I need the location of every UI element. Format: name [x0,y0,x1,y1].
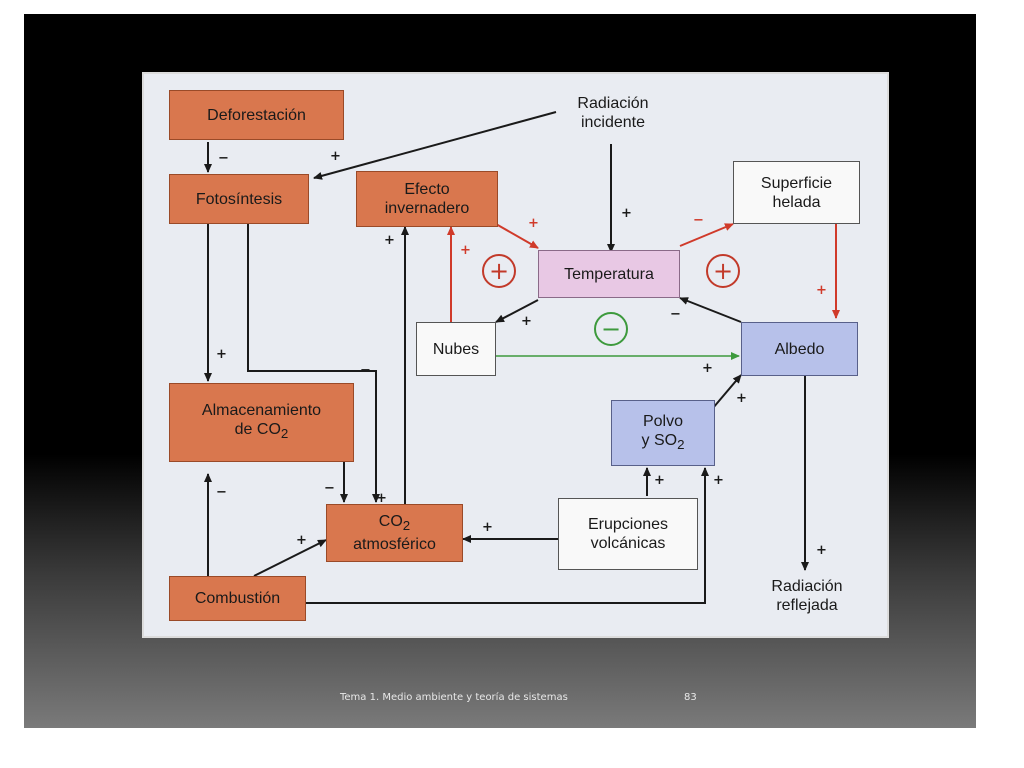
node-fotosintesis-label: Fotosíntesis [195,190,283,208]
sign-albedo-temperatura: − [670,307,681,322]
arrow-albedo-temperatura [679,297,742,323]
node-nubes: Nubes [416,322,496,376]
node-efecto-invernadero: Efecto invernadero [356,171,498,227]
node-deforestacion-label: Deforestación [207,106,306,124]
sign-combustion-almacenamiento: − [216,485,227,500]
positive-loop-right: + [706,254,740,288]
node-erupciones: Erupciones volcánicas [558,498,698,570]
node-almacenamiento-label: Almacenamiento de CO2 [202,401,321,443]
arrow-combustion-co2 [253,539,327,577]
node-almacenamiento-subscript: 2 [280,426,289,442]
sign-co2-efecto: + [384,233,395,248]
sign-almacenamiento-co2: − [324,481,335,496]
node-radiacion-incidente: Radiación incidente [577,95,649,131]
sign-combustion-co2: + [296,533,307,548]
sign-radiacion-fotosintesis: + [330,149,341,164]
sign-erupciones-polvo: + [654,473,665,488]
node-superficie-helada: Superficie helada [733,161,860,224]
node-co2-text: CO [378,512,403,530]
sign-temperatura-superficie: − [693,213,704,228]
sign-nubes-efecto: + [460,243,471,258]
sign-co2-efecto-bottom: + [376,491,387,506]
sign-combustion-polvo: + [713,473,724,488]
node-co2-rest: atmosférico [353,536,436,554]
sign-temperatura-nubes: + [521,314,532,329]
node-combustion-label: Combustión [194,590,281,607]
sign-deforestacion-fotosintesis: − [218,151,229,166]
positive-loop-left: + [482,254,516,288]
sign-superficie-albedo: + [816,283,827,298]
node-nubes-label: Nubes [432,340,480,358]
sign-efecto-temperatura: + [528,216,539,231]
sign-polvo-albedo: + [736,391,747,406]
page-number: 83 [684,692,697,703]
node-co2-atmosferico: CO2 atmosférico [326,504,463,562]
arrow-polvo-albedo [712,374,742,409]
node-temperatura: Temperatura [538,250,680,298]
node-albedo-label: Albedo [774,340,825,358]
arrow-radiacion-fotosintesis [313,111,557,180]
arrow-temperatura-superficie [679,223,734,247]
node-polvo-text: Polvo y SO [641,412,684,449]
node-temperatura-label: Temperatura [564,265,654,283]
node-polvo-subscript: 2 [677,437,685,453]
arrow-temperatura-nubes [495,299,539,323]
footer-title: Tema 1. Medio ambiente y teoría de siste… [340,692,568,703]
node-co2-label: CO2 atmosférico [353,512,436,554]
sign-radiacion-temperatura: + [621,206,632,221]
arrow-fotosintesis-co2 [247,224,380,503]
sign-erupciones-co2: + [482,520,493,535]
sign-albedo-radiacion-reflejada: + [816,543,827,558]
node-deforestacion: Deforestación [169,90,344,140]
arrow-combustion-polvo [304,467,709,604]
arrow-efecto-temperatura [495,223,539,249]
sign-fotosintesis-almacenamiento: + [216,347,227,362]
node-almacenamiento: Almacenamiento de CO2 [169,383,354,462]
node-almacenamiento-text: Almacenamiento de CO [201,402,322,439]
systems-diagram: Deforestación Fotosíntesis Radiación inc… [142,72,889,638]
node-co2-subscript: 2 [402,518,411,534]
node-combustion: Combustión [169,576,306,621]
diagram-arrows [204,111,840,604]
sign-fotosintesis-co2: − [360,363,371,378]
node-polvo: Polvo y SO2 [611,400,715,466]
sign-nubes-albedo: + [702,361,713,376]
node-albedo: Albedo [741,322,858,376]
negative-loop-center: − [594,312,628,346]
node-fotosintesis: Fotosíntesis [169,174,309,224]
node-radiacion-reflejada: Radiación reflejada [771,578,843,614]
node-polvo-label: Polvo y SO2 [642,412,685,454]
